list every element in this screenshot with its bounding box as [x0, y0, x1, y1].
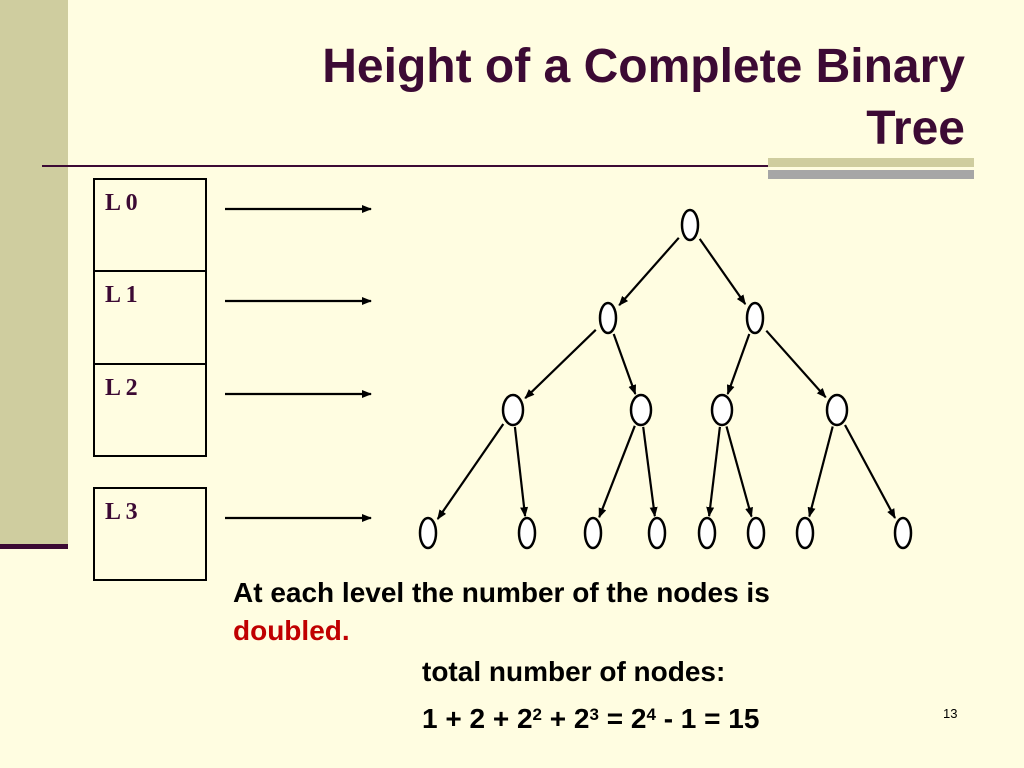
tree-edge-l2-0-1 [513, 426, 529, 518]
tree-edge-l2-1-0 [598, 425, 636, 519]
tree-edge-l2-1-1 [642, 426, 658, 518]
tree-node-l1-0 [598, 301, 618, 335]
caption: At each level the number of the nodes is… [233, 574, 770, 650]
tree-node-l2-3 [825, 393, 849, 427]
title-line-2: Tree [866, 102, 965, 155]
tree-edge-l2-3-1 [844, 424, 896, 519]
formula-exponent-2: 3 [589, 705, 599, 724]
level-box-2: L 2 [93, 363, 207, 457]
tree-node-l3-3 [647, 516, 667, 550]
caption-highlight: doubled. [233, 615, 350, 646]
tree-edge-l2-0-0 [436, 423, 505, 520]
formula-part-2: + 2 [542, 703, 590, 734]
tree-node-l3-7 [893, 516, 913, 550]
tree-node-l3-6 [795, 516, 815, 550]
side-band-underline [0, 544, 68, 549]
total-nodes-label: total number of nodes: [422, 656, 726, 687]
tree-edge-l2-2-1 [725, 426, 753, 518]
tree-edge-l0-0-1 [698, 238, 747, 305]
tree-edge-l1-1-0 [726, 333, 751, 395]
tree-node-l1-1 [745, 301, 765, 335]
tree-node-l2-1 [629, 393, 653, 427]
formula-part-4: - 1 = 15 [655, 703, 760, 734]
formula-exponent-1: 2 [532, 705, 543, 724]
title-accent-band-grey [768, 170, 974, 179]
level-label-3: L 3 [105, 499, 138, 525]
tree-node-l3-4 [697, 516, 717, 550]
title-line-1: Height of a Complete Binary [322, 40, 965, 93]
tree-edge-l2-3-0 [807, 426, 834, 518]
title-accent-band-light [768, 158, 974, 167]
tree-edge-l1-0-1 [612, 333, 637, 395]
tree-node-l3-1 [517, 516, 537, 550]
tree-edge-l0-0-0 [618, 237, 680, 306]
level-box-0: L 0 [93, 178, 207, 272]
tree-edge-l1-1-1 [765, 329, 827, 399]
formula-part-1: 1 + 2 + 2 [422, 703, 533, 734]
tree-node-l3-0 [418, 516, 438, 550]
tree-edge-l1-0-0 [524, 329, 597, 399]
formula-exponent-3: 4 [646, 705, 656, 724]
node-count-formula: 1 + 2 + 22 + 23 = 24 - 1 = 15 [422, 700, 759, 738]
caption-line-1: At each level the number of the nodes is [233, 577, 770, 608]
tree-node-l3-2 [583, 516, 603, 550]
page-number: 13 [943, 706, 958, 721]
side-band [0, 0, 68, 549]
level-label-0: L 0 [105, 190, 138, 216]
tree-node-l0-0 [680, 208, 700, 242]
level-label-2: L 2 [105, 375, 138, 401]
tree-node-l2-0 [501, 393, 525, 427]
slide-title: Height of a Complete Binary Tree [150, 36, 965, 160]
level-box-3: L 3 [93, 487, 207, 581]
tree-edge-l2-2-0 [706, 426, 721, 518]
formula-part-3: = 2 [598, 703, 647, 734]
level-label-1: L 1 [105, 282, 138, 308]
tree-node-l2-2 [710, 393, 734, 427]
title-rule [42, 165, 974, 167]
title-accent-bar [768, 158, 974, 179]
tree-node-l3-5 [746, 516, 766, 550]
